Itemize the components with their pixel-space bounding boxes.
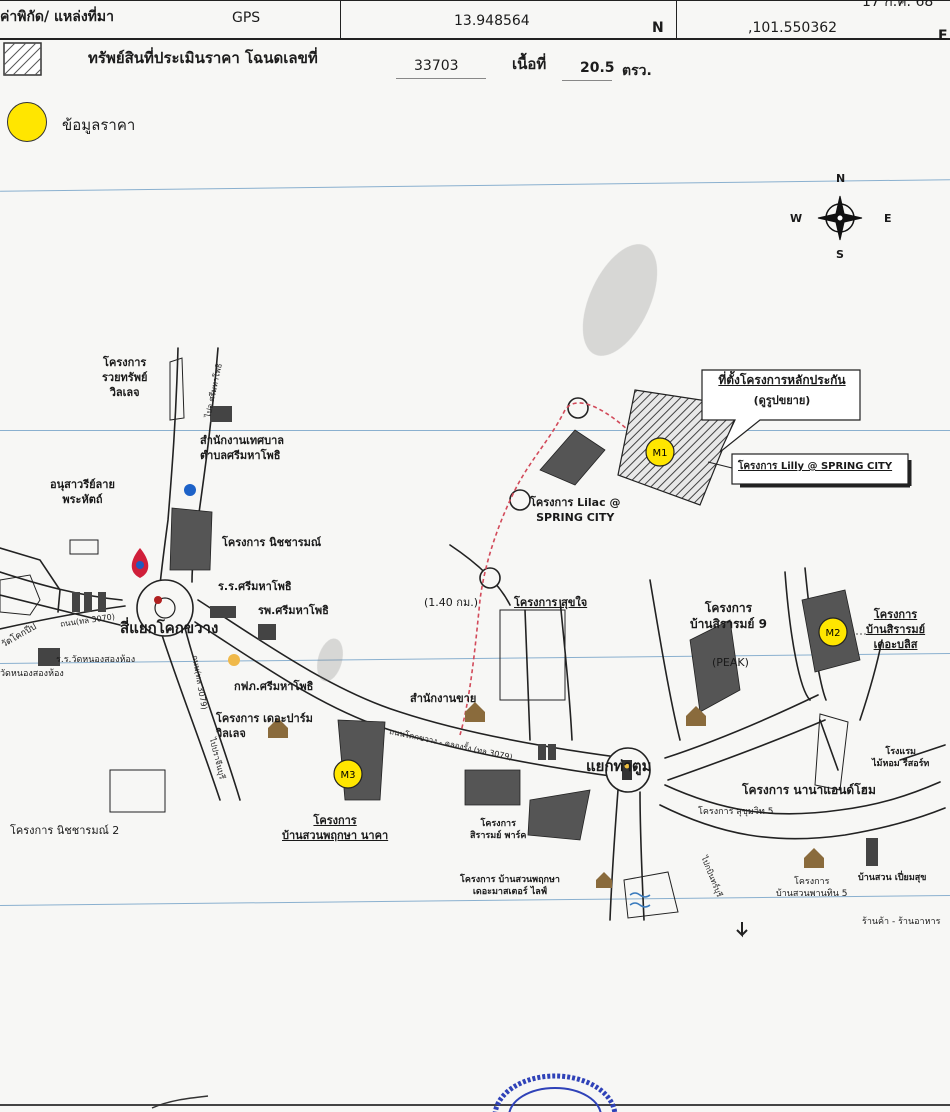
latitude-value: 13.948564 [454,13,530,29]
label-monument: อนุสาวรีย์ลาย พระหัตถ์ [50,478,115,506]
label-the-palm: โครงการ เดอะปาร์ม วิลเลจ [216,712,313,740]
header-col-divider-1 [340,0,341,38]
compass-w: W [790,212,803,225]
price-legend-label: ข้อมูลราคา [62,116,136,134]
label-wat-nong: วัดหนองสองห้อง [0,669,64,679]
longitude-direction: E [938,28,948,44]
label-nana: โครงการ นานาแอนด์โฮม [742,783,876,797]
callout-location-line2: (ดูรูปขยาย) [753,394,811,407]
partial-date: 17 ก.ค. 68 [862,0,934,10]
area-label: เนื้อที่ [512,55,547,73]
label-yaek-thatum: แยกท่าตูม [586,757,652,775]
signature-stroke [151,1095,209,1109]
location-callout [701,369,861,453]
marker-m3-label: M3 [341,770,356,781]
callout-lilly-project: โครงการ Lilly @ SPRING CITY [738,461,893,472]
marker-m2-label: M2 [826,628,841,639]
area-unit: ตรว. [622,63,652,79]
markers: M1 M2 M3 [333,437,848,789]
label-municipality: สำนักงานเทศบาล ตำบลศรีมหาโพธิ [200,434,285,462]
label-distance: (1.40 กม.) [424,596,478,609]
compass-icon [817,195,863,241]
label-sirarom9: โครงการ บ้านสิรารมย์ 9 [690,601,767,632]
callout-location-line1: ที่ตั้งโครงการหลักประกัน [718,373,846,387]
hatched-legend-icon [3,42,42,76]
area-value: 20.5 [580,60,615,76]
marker-m1-label: M1 [653,448,668,459]
label-intersection-khok: สี่แยกโคกขวาง [120,619,219,637]
label-school: ร.ร.ศรีมหาโพธิ [218,580,292,593]
area-underline [562,80,612,81]
longitude-value: ,101.550362 [748,20,838,36]
label-royal-village: โครงการ รวยทรัพย์ วิลเลจ [102,356,148,399]
price-marker-legend-icon [7,102,47,142]
label-ban-pruksa-master: โครงการ บ้านสวนพฤกษา เดอะมาสเตอร์ ไลฟ์ [460,875,560,898]
coord-label: ค่าพิกัด/ แหล่งที่มา [0,9,114,25]
label-nitcharam: โครงการ นิชชารมณ์ [222,536,322,549]
label-suchai: โครงการ สุขใจ [514,596,588,609]
label-sales-office: สำนักงานขาย [410,692,477,705]
route-line [459,402,629,736]
label-hotel: โรงแรม ไม้หอม รีสอร์ท [872,747,930,770]
bottom-line [0,1104,950,1106]
subject-label: ทรัพย์สินที่ประเมินราคา โฉนดเลขที่ [88,49,318,67]
coord-source: GPS [232,10,261,26]
label-ban-suan-naka: โครงการ บ้านสวนพฤกษา นาคา [282,814,389,842]
header-row-divider [0,38,950,40]
label-sukhumvit5: โครงการ สุขุมวิท 5 [698,807,774,817]
compass-s: S [836,248,844,261]
label-pea: กฟภ.ศรีมหาโพธิ [234,680,314,693]
label-sirarom-bliss: โครงการ บ้านสิรารมย์ เดอะบลิส [866,608,926,651]
label-sirarom-park: โครงการ สิรารมย์ พาร์ค [470,819,527,842]
label-ban-suan-piamsuk: บ้านสวน เปี่ยมสุข [858,873,927,883]
location-map: M1 M2 M3 [0,195,946,938]
scan-line-2 [0,430,950,431]
label-shops: ร้านค้า - ร้านอาหาร [862,917,941,927]
compass-e: E [884,212,892,225]
label-banpan5: โครงการ บ้านสวนพานทิน 5 [776,877,848,900]
header-top-line [0,0,950,1]
official-seal-stamp [492,1073,618,1112]
latitude-direction: N [652,20,664,36]
label-hospital: รพ.ศรีมหาโพธิ [258,604,329,617]
compass-n: N [836,172,846,185]
label-nitcharam2: โครงการ นิชชารมณ์ 2 [10,824,120,837]
label-lilac: โครงการ Lilac @ SPRING CITY [530,496,621,524]
label-wat-school: ร.ร.วัดหนองสองห้อง [56,655,136,665]
label-peak: (PEAK) [712,656,749,669]
header-col-divider-2 [676,0,677,38]
deed-number: 33703 [414,58,459,74]
gas-station-icon [131,548,149,578]
deed-underline [396,78,486,79]
